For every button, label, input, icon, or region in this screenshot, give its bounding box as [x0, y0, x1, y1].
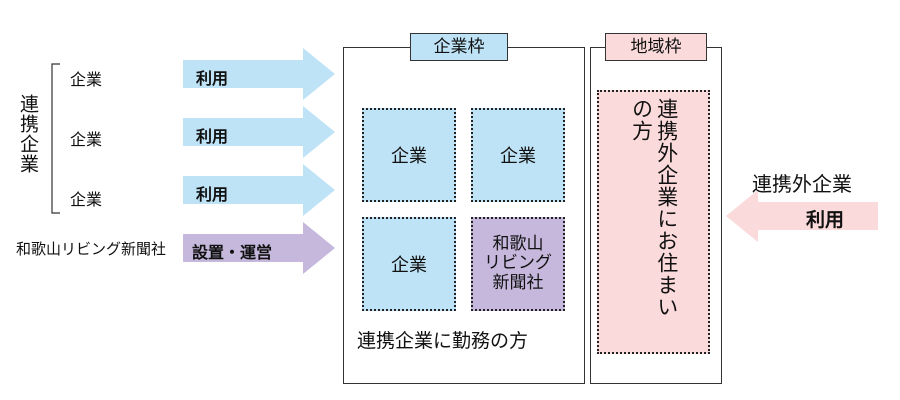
company-arrow-label-3: 利用 — [196, 185, 229, 204]
newspaper-arrow-label: 設置・運営 — [192, 243, 273, 262]
company-frame-caption: 連携企業に勤務の方 — [357, 330, 529, 352]
newspaper-label: 和歌山リビング新聞社 — [16, 240, 167, 258]
group-label: 連携企業 — [17, 94, 39, 174]
company-label-2: 企業 — [70, 130, 103, 149]
external-company-label: 連携外企業 — [752, 172, 852, 196]
company-cell-3: 企業 — [362, 217, 456, 311]
company-arrow-3 — [183, 164, 335, 216]
company-arrow-label-2: 利用 — [196, 127, 229, 146]
group-bracket — [51, 63, 60, 214]
external-arrow — [726, 190, 878, 242]
company-label-1: 企業 — [70, 70, 103, 89]
region-content-box: 連携外企業にお住まいの方 — [597, 90, 710, 354]
company-label-3: 企業 — [70, 190, 103, 209]
company-arrow-2 — [183, 106, 335, 158]
company-frame-tag: 企業枠 — [410, 33, 508, 61]
company-arrow-1 — [183, 48, 335, 100]
newspaper-cell: 和歌山 リビング 新聞社 — [471, 217, 565, 311]
region-frame-tag: 地域枠 — [605, 33, 707, 61]
company-cell-1: 企業 — [362, 108, 456, 202]
region-content-text: 連携外企業にお住まいの方 — [629, 98, 679, 318]
company-arrow-label-1: 利用 — [196, 69, 229, 88]
newspaper-arrow — [183, 222, 335, 274]
external-arrow-label: 利用 — [806, 209, 845, 231]
company-cell-2: 企業 — [471, 108, 565, 202]
